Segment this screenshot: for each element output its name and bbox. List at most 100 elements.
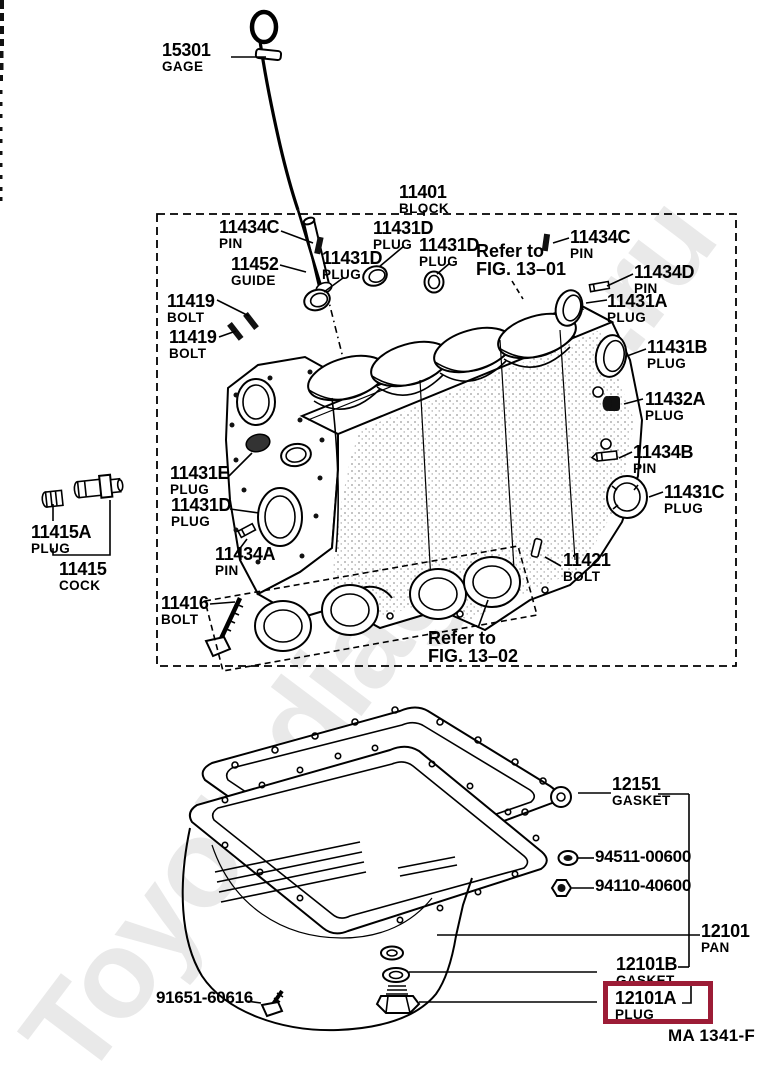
part-caption: COCK [59,578,101,593]
note-line: FIG. 13–01 [476,259,567,279]
part-caption: BOLT [169,346,207,361]
block-section-border [156,213,737,667]
part-number: 15301 [162,40,211,60]
refer-fig-13-01: Refer to FIG. 13–01 [476,242,566,278]
scan-artifact-marks [0,0,4,201]
part-number: 11431D [373,218,434,238]
figure-code: MA 1341-F [668,1026,756,1045]
part-number: 11415 [59,559,107,579]
part-caption: BOLT [167,310,205,325]
engine-block-drawing [224,302,644,632]
part-label-plug-11431d-b: 11431D PLUG [419,235,480,269]
note-line: Refer to [428,628,497,648]
part-caption: PLUG [31,541,71,556]
oil-pan-drawing [181,744,548,1032]
part-label-pin-11434d: 11434D PIN [634,262,695,296]
part-label-plug-11431d-left: 11431D PLUG [171,495,232,528]
part-number: 11434D [634,262,695,282]
part-label-guide-11452: 11452 GUIDE [231,254,279,288]
part-caption: PIN [570,246,594,261]
leader-lines [52,56,700,1004]
part-caption: PLUG [645,408,685,423]
part-number: 91651-60616 [156,988,253,1007]
refer-fig-13-02: Refer to FIG. 13–02 [428,629,518,665]
part-number: 11452 [231,254,279,274]
part-label-pan-12101: 12101 PAN [701,921,750,955]
part-number: 11401 [399,182,447,202]
part-label-gasket-12151: 12151 GASKET [612,774,671,808]
part-label-block-11401: 11401 BLOCK [399,182,449,216]
bearing-set-drawing [204,545,539,672]
part-caption: GASKET [612,793,671,808]
part-number: 11421 [563,550,611,570]
part-label-plug-11432a: 11432A PLUG [645,389,706,423]
part-number: 12101A [615,988,677,1008]
part-caption: PIN [215,563,239,578]
part-label-plug-11431b: 11431B PLUG [647,337,708,371]
part-number: 11431B [647,337,708,357]
part-caption: GAGE [162,59,204,74]
part-number: 11434C [219,217,280,237]
part-number: 11431C [664,482,725,502]
part-number: 11431A [607,291,668,311]
part-caption: PLUG [322,267,362,282]
part-label-plug-12101a: 12101A PLUG [615,988,677,1021]
part-number: 11419 [167,291,215,311]
part-label-bolt-11416: 11416 BOLT [161,593,209,627]
part-label-plug-11431e: 11431E PLUG [170,463,230,497]
note-line: FIG. 13–02 [428,646,519,666]
part-label-plug-11431d-c: 11431D PLUG [322,248,383,282]
part-label-plug-11431a: 11431A PLUG [607,291,668,325]
part-number: 11415A [31,522,92,542]
part-caption: PLUG [607,310,647,325]
part-label-plug-11431c: 11431C PLUG [664,482,725,516]
part-label-plug-11415a: 11415A PLUG [31,522,92,556]
part-caption: PLUG [170,482,210,497]
part-number: 11419 [169,327,217,347]
part-caption: PLUG [647,356,687,371]
part-label-nut-94511-00600: 94511-00600 [595,847,691,866]
part-caption: BOLT [161,612,199,627]
part-number: 11434A [215,544,276,564]
part-number: 94511-00600 [595,847,691,866]
part-label-pin-11434c-right: 11434C PIN [570,227,631,261]
note-line: Refer to [476,241,545,261]
part-label-bolt-91651-60616: 91651-60616 [156,988,253,1007]
part-label-pin-11434b: 11434B PIN [633,442,694,476]
part-number: 12151 [612,774,661,794]
part-number: 11431E [170,463,230,483]
part-number: 12101 [701,921,750,941]
part-caption: PLUG [419,254,459,269]
part-label-pin-11434a: 11434A PIN [215,544,276,578]
part-caption: GUIDE [231,273,276,288]
part-label-pin-11434c-left: 11434C PIN [219,217,280,251]
part-caption: PLUG [373,237,413,252]
part-number: 94110-40600 [595,876,691,895]
part-number: 11431D [419,235,480,255]
part-caption: BOLT [563,569,601,584]
part-caption: PIN [633,461,657,476]
part-label-plug-11431d-a: 11431D PLUG [373,218,434,252]
part-label-bolt-11419-upper: 11419 BOLT [167,291,215,325]
part-number: 11432A [645,389,706,409]
part-caption: PAN [701,940,730,955]
drain-plug-and-fasteners [260,850,579,1018]
part-number: 11434B [633,442,694,462]
part-label-cock-11415: 11415 COCK [59,559,107,593]
part-caption: PIN [634,281,658,296]
part-number: 11431D [171,495,232,515]
part-caption: PIN [219,236,243,251]
part-label-gage-15301: 15301 GAGE [162,40,211,74]
part-number: 11434C [570,227,631,247]
part-number: 11416 [161,593,209,613]
part-caption: PLUG [664,501,704,516]
part-label-bolt-11419-lower: 11419 BOLT [169,327,217,361]
part-caption: BLOCK [399,201,449,216]
part-label-nut-94110-40600: 94110-40600 [595,876,691,895]
part-number: 12101B [616,954,678,974]
part-number: 11431D [322,248,383,268]
highlight-box [603,981,713,1024]
